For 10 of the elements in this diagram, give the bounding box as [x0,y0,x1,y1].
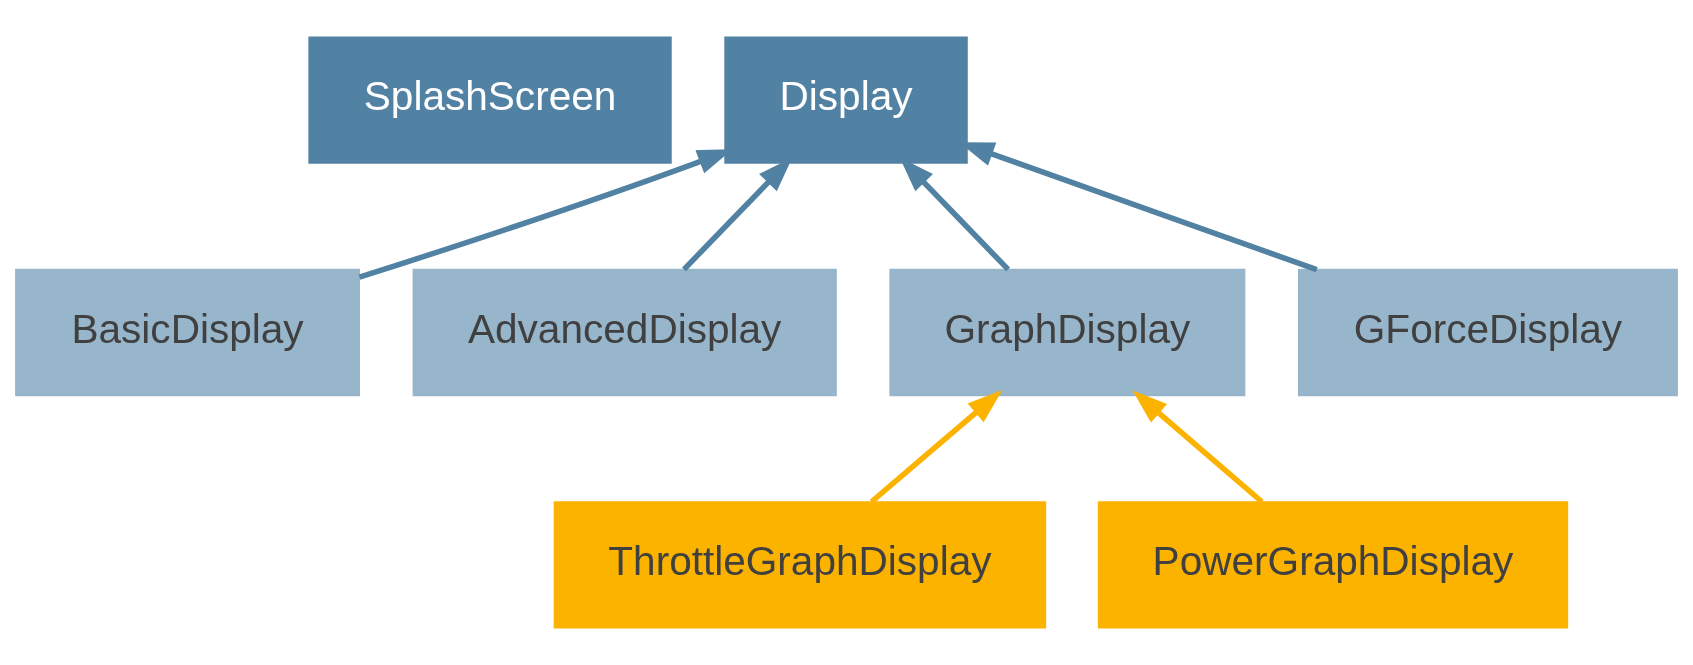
node-box: AdvancedDisplay [412,268,837,397]
arrow [1132,390,1264,504]
node-box: PowerGraphDisplay [1097,501,1569,629]
node-box: BasicDisplay [15,268,360,397]
node-box: GraphDisplay [889,268,1246,397]
node-box: ThrottleGraphDisplay [553,501,1047,629]
node-box: SplashScreen [308,36,672,164]
node-box: Display [724,36,968,164]
node-box: GForceDisplay [1297,268,1678,397]
arrow [869,390,1003,504]
